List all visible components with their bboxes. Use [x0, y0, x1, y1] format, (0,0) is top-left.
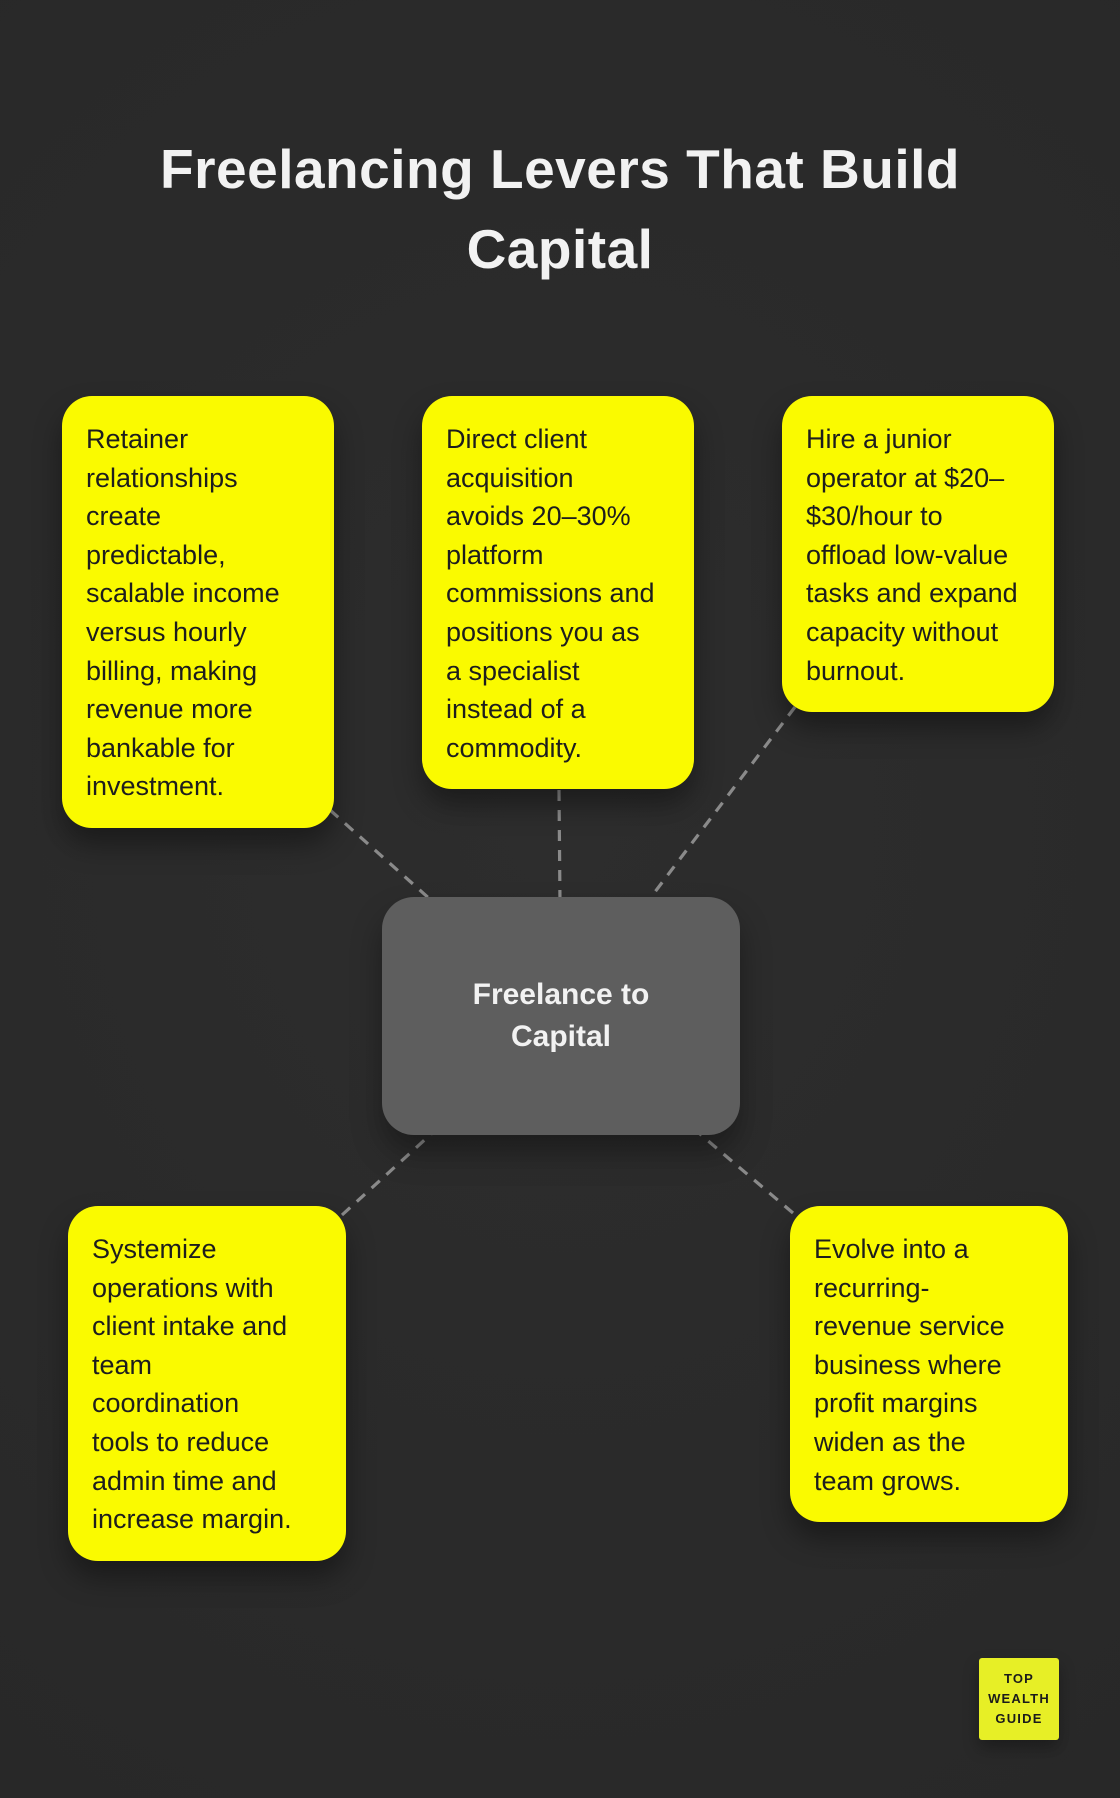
page-title: Freelancing Levers That Build Capital [160, 137, 960, 280]
node-text-recurring-revenue-service: Evolve into a recurring- revenue service… [814, 1234, 1005, 1496]
node-text-systemize-operations: Systemize operations with client intake … [92, 1234, 292, 1535]
node-text-retainer-relationships: Retainer relationships create predictabl… [86, 424, 280, 802]
node-text-direct-client-acquisition: Direct client acquisition avoids 20–30% … [446, 424, 655, 763]
node-card-direct-client-acquisition: Direct client acquisition avoids 20–30% … [422, 396, 694, 790]
brand-badge-text: TOP WEALTH GUIDE [988, 1670, 1050, 1727]
center-node-label: Freelance to Capital [472, 978, 650, 1053]
node-card-hire-junior-operator: Hire a junior operator at $20– $30/hour … [782, 396, 1054, 713]
node-card-retainer-relationships: Retainer relationships create predictabl… [62, 396, 334, 829]
node-text-hire-junior-operator: Hire a junior operator at $20– $30/hour … [806, 424, 1018, 686]
node-card-recurring-revenue-service: Evolve into a recurring- revenue service… [790, 1206, 1068, 1523]
connector-line-recurring [559, 1014, 795, 1215]
brand-badge: TOP WEALTH GUIDE [979, 1658, 1059, 1740]
node-card-systemize-operations: Systemize operations with client intake … [68, 1206, 346, 1561]
center-node: Freelance to Capital [382, 897, 740, 1135]
